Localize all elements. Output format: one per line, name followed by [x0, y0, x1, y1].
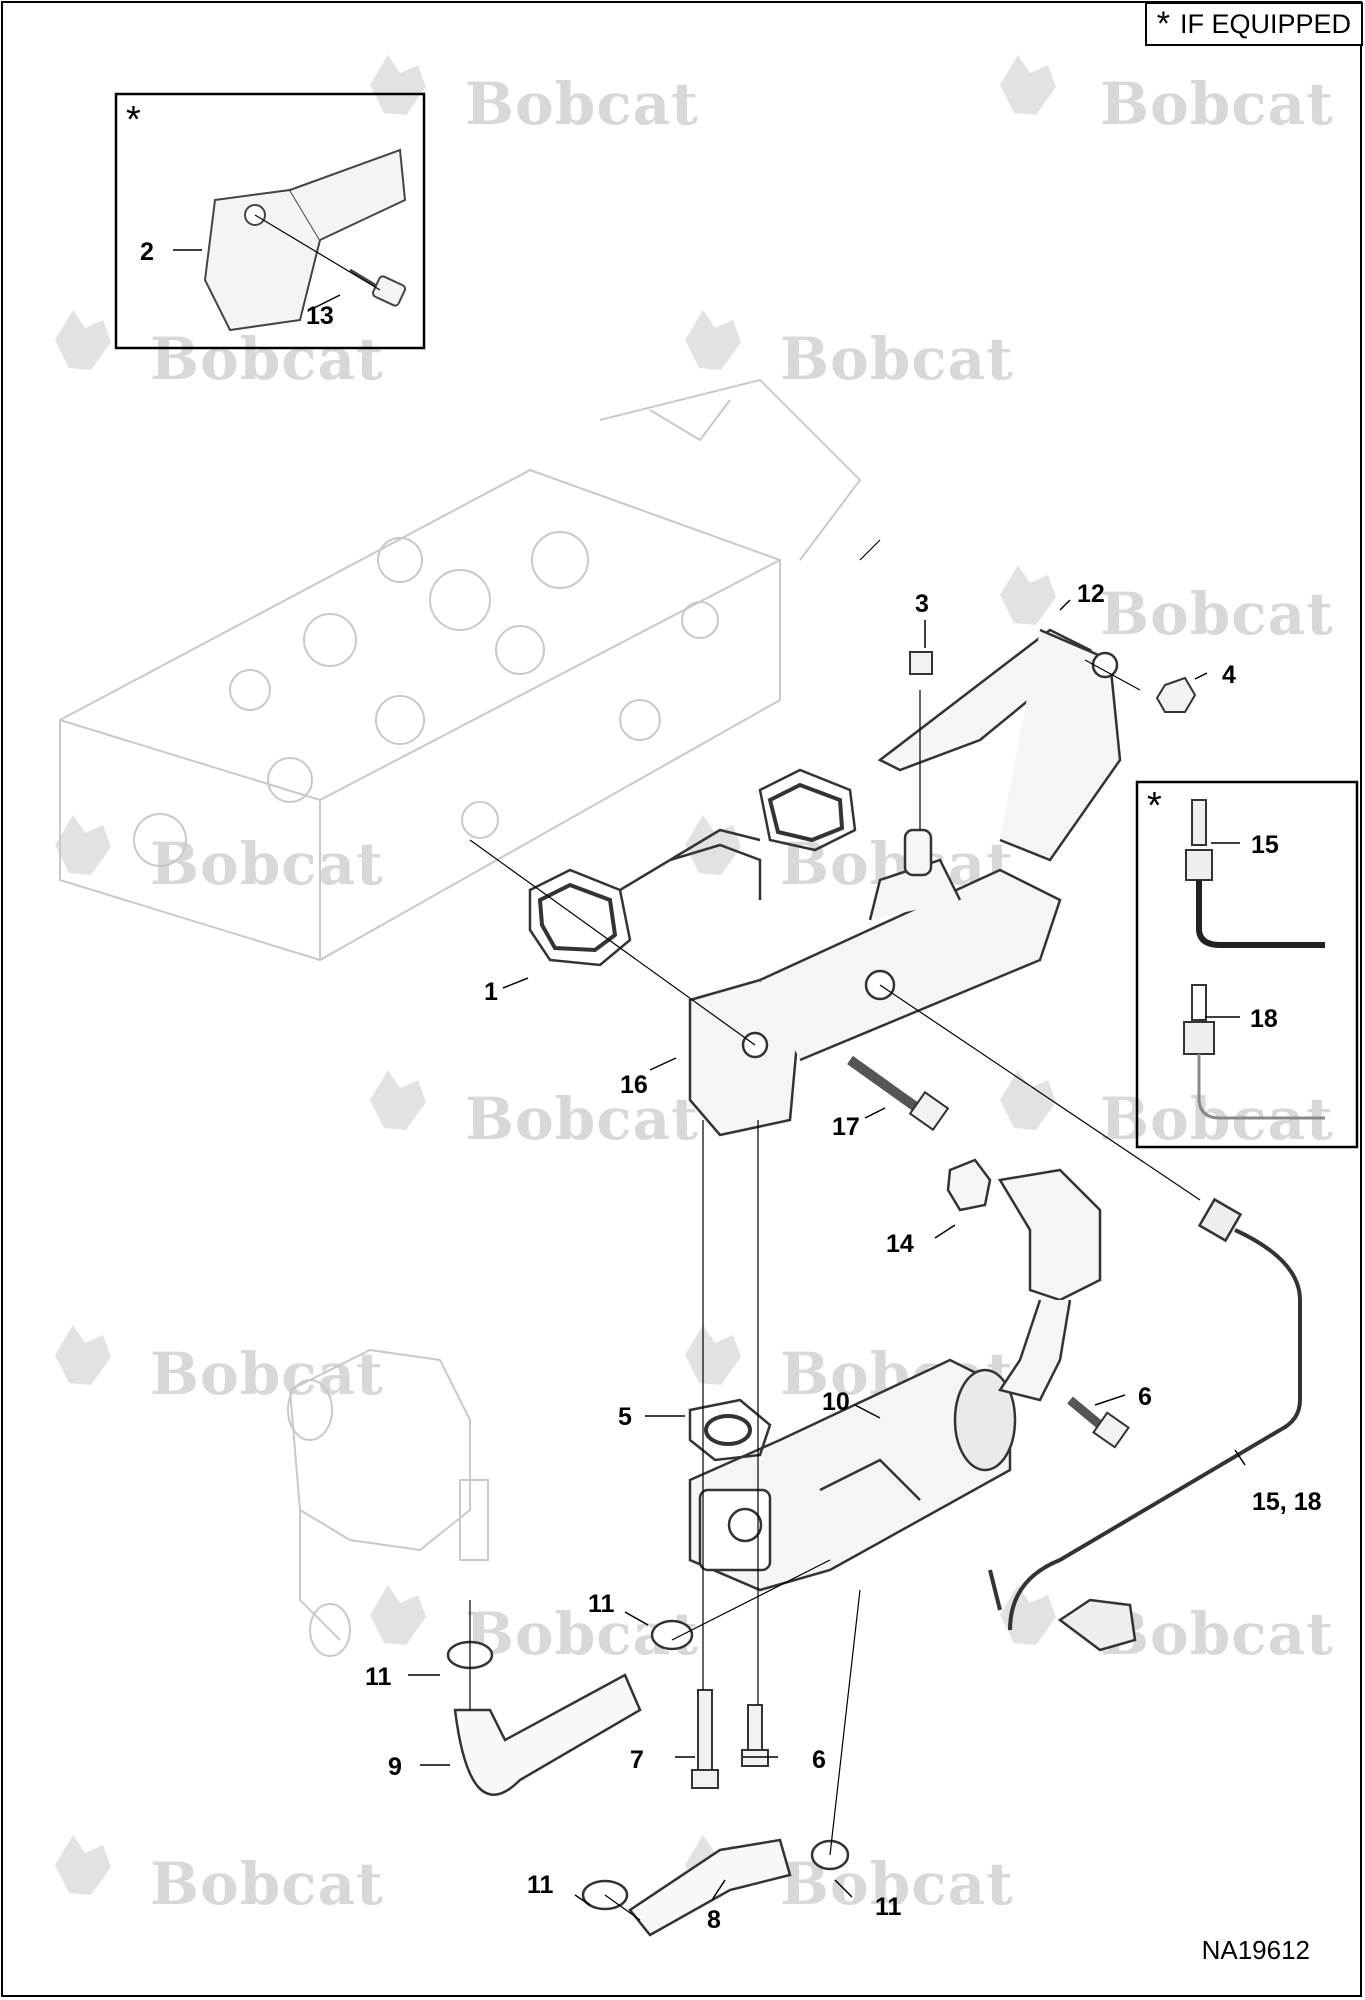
callout-8: 8 [707, 1906, 721, 1934]
callout-18: 18 [1250, 1005, 1278, 1033]
callout-11: 11 [527, 1871, 554, 1899]
watermark: Bobcat [1100, 1600, 1334, 1668]
leader-lines [173, 249, 1246, 1906]
callout-5: 5 [618, 1403, 632, 1431]
callout-9: 9 [388, 1753, 402, 1781]
callout-7: 7 [630, 1746, 644, 1774]
egr-cooler [688, 1358, 1017, 1592]
watermark: Bobcat [150, 1850, 384, 1918]
callout-17: 17 [832, 1113, 860, 1141]
callout-10: 10 [822, 1388, 850, 1416]
watermark: Bobcat [150, 325, 384, 393]
watermark: Bobcat [1100, 70, 1334, 138]
inset-asterisk: * [126, 99, 141, 141]
inset-box-sensors [1135, 780, 1359, 1149]
callout-11: 11 [875, 1893, 902, 1921]
legend-text: IF EQUIPPED [1179, 8, 1351, 39]
watermark: Bobcat [465, 1085, 699, 1153]
heat-shield-bracket [877, 628, 1122, 877]
watermark: Bobcat [1100, 580, 1334, 648]
callout-11: 11 [588, 1590, 615, 1618]
asterisk-icon: * [1156, 5, 1170, 43]
alignment-lines [469, 539, 1201, 1921]
drawing-number: NA19612 [1201, 1935, 1310, 1965]
if-equipped-legend: * IF EQUIPPED [1144, 2, 1363, 46]
watermark: Bobcat [780, 325, 1014, 393]
callout-15: 15 [1251, 831, 1279, 859]
callout-13: 13 [306, 302, 334, 330]
callout-6: 6 [812, 1746, 826, 1774]
inset-asterisk: * [1147, 785, 1162, 827]
callout-4: 4 [1222, 661, 1236, 689]
egr-tube [946, 1158, 1102, 1402]
cylinder-head [59, 378, 862, 962]
watermark: Bobcat [465, 70, 699, 138]
callout-16: 16 [620, 1071, 648, 1099]
inset-box-mounting [114, 92, 426, 350]
callout-15-18: 15, 18 [1252, 1488, 1322, 1516]
callout-14: 14 [886, 1230, 914, 1258]
exhaust-temperature-sensor [988, 1197, 1302, 1652]
callout-1: 1 [484, 978, 498, 1006]
callout-3: 3 [915, 590, 929, 618]
watermark: Bobcat [150, 1340, 384, 1408]
thermostat-housing [287, 1348, 489, 1657]
egr-gasket [688, 1398, 772, 1462]
fasteners [691, 651, 1197, 1789]
watermark: Bobcat [150, 830, 384, 898]
callout-2: 2 [140, 238, 154, 266]
callout-12: 12 [1077, 580, 1105, 608]
coolant-hose [453, 1673, 792, 1937]
manifold-gasket [528, 768, 857, 967]
callout-11: 11 [365, 1663, 392, 1691]
callout-6: 6 [1138, 1383, 1152, 1411]
